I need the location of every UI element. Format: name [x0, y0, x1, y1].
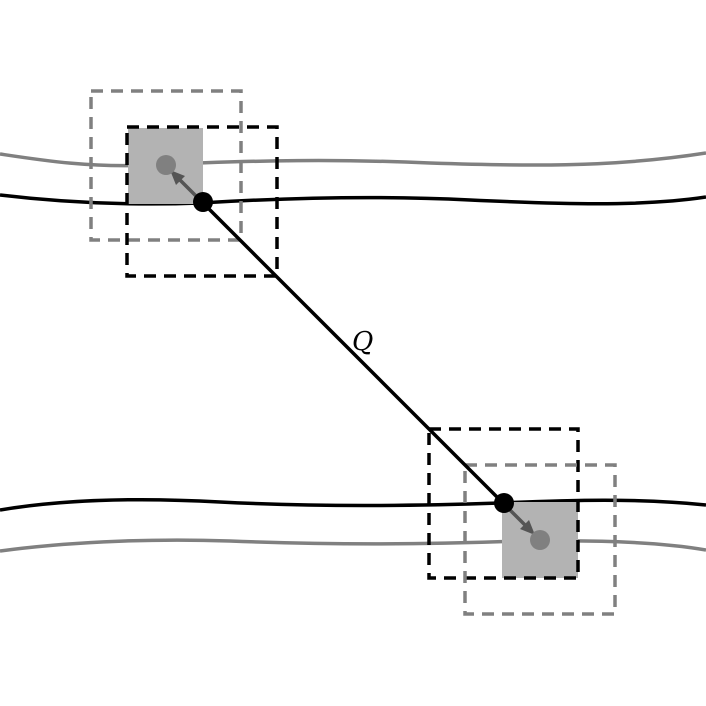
lower-black-curve	[0, 497, 706, 512]
upper-gray-dashed-box	[89, 89, 243, 242]
line-label-q: Q	[352, 327, 373, 357]
upper-black-dashed-box	[125, 125, 279, 278]
upper-gray-dot	[156, 155, 176, 175]
lower-black-dot	[494, 493, 514, 513]
upper-black-curve	[0, 193, 706, 206]
lower-arrow-head	[520, 520, 535, 535]
upper-arrow-head	[170, 170, 185, 185]
upper-gray-curve	[0, 151, 706, 168]
lower-gray-dot	[530, 530, 550, 550]
lower-black-dashed-box	[427, 427, 580, 580]
lower-gray-curve	[0, 538, 706, 553]
lower-gray-dashed-box	[463, 463, 617, 616]
upper-black-dot	[193, 192, 213, 212]
connecting-line	[201, 201, 506, 506]
